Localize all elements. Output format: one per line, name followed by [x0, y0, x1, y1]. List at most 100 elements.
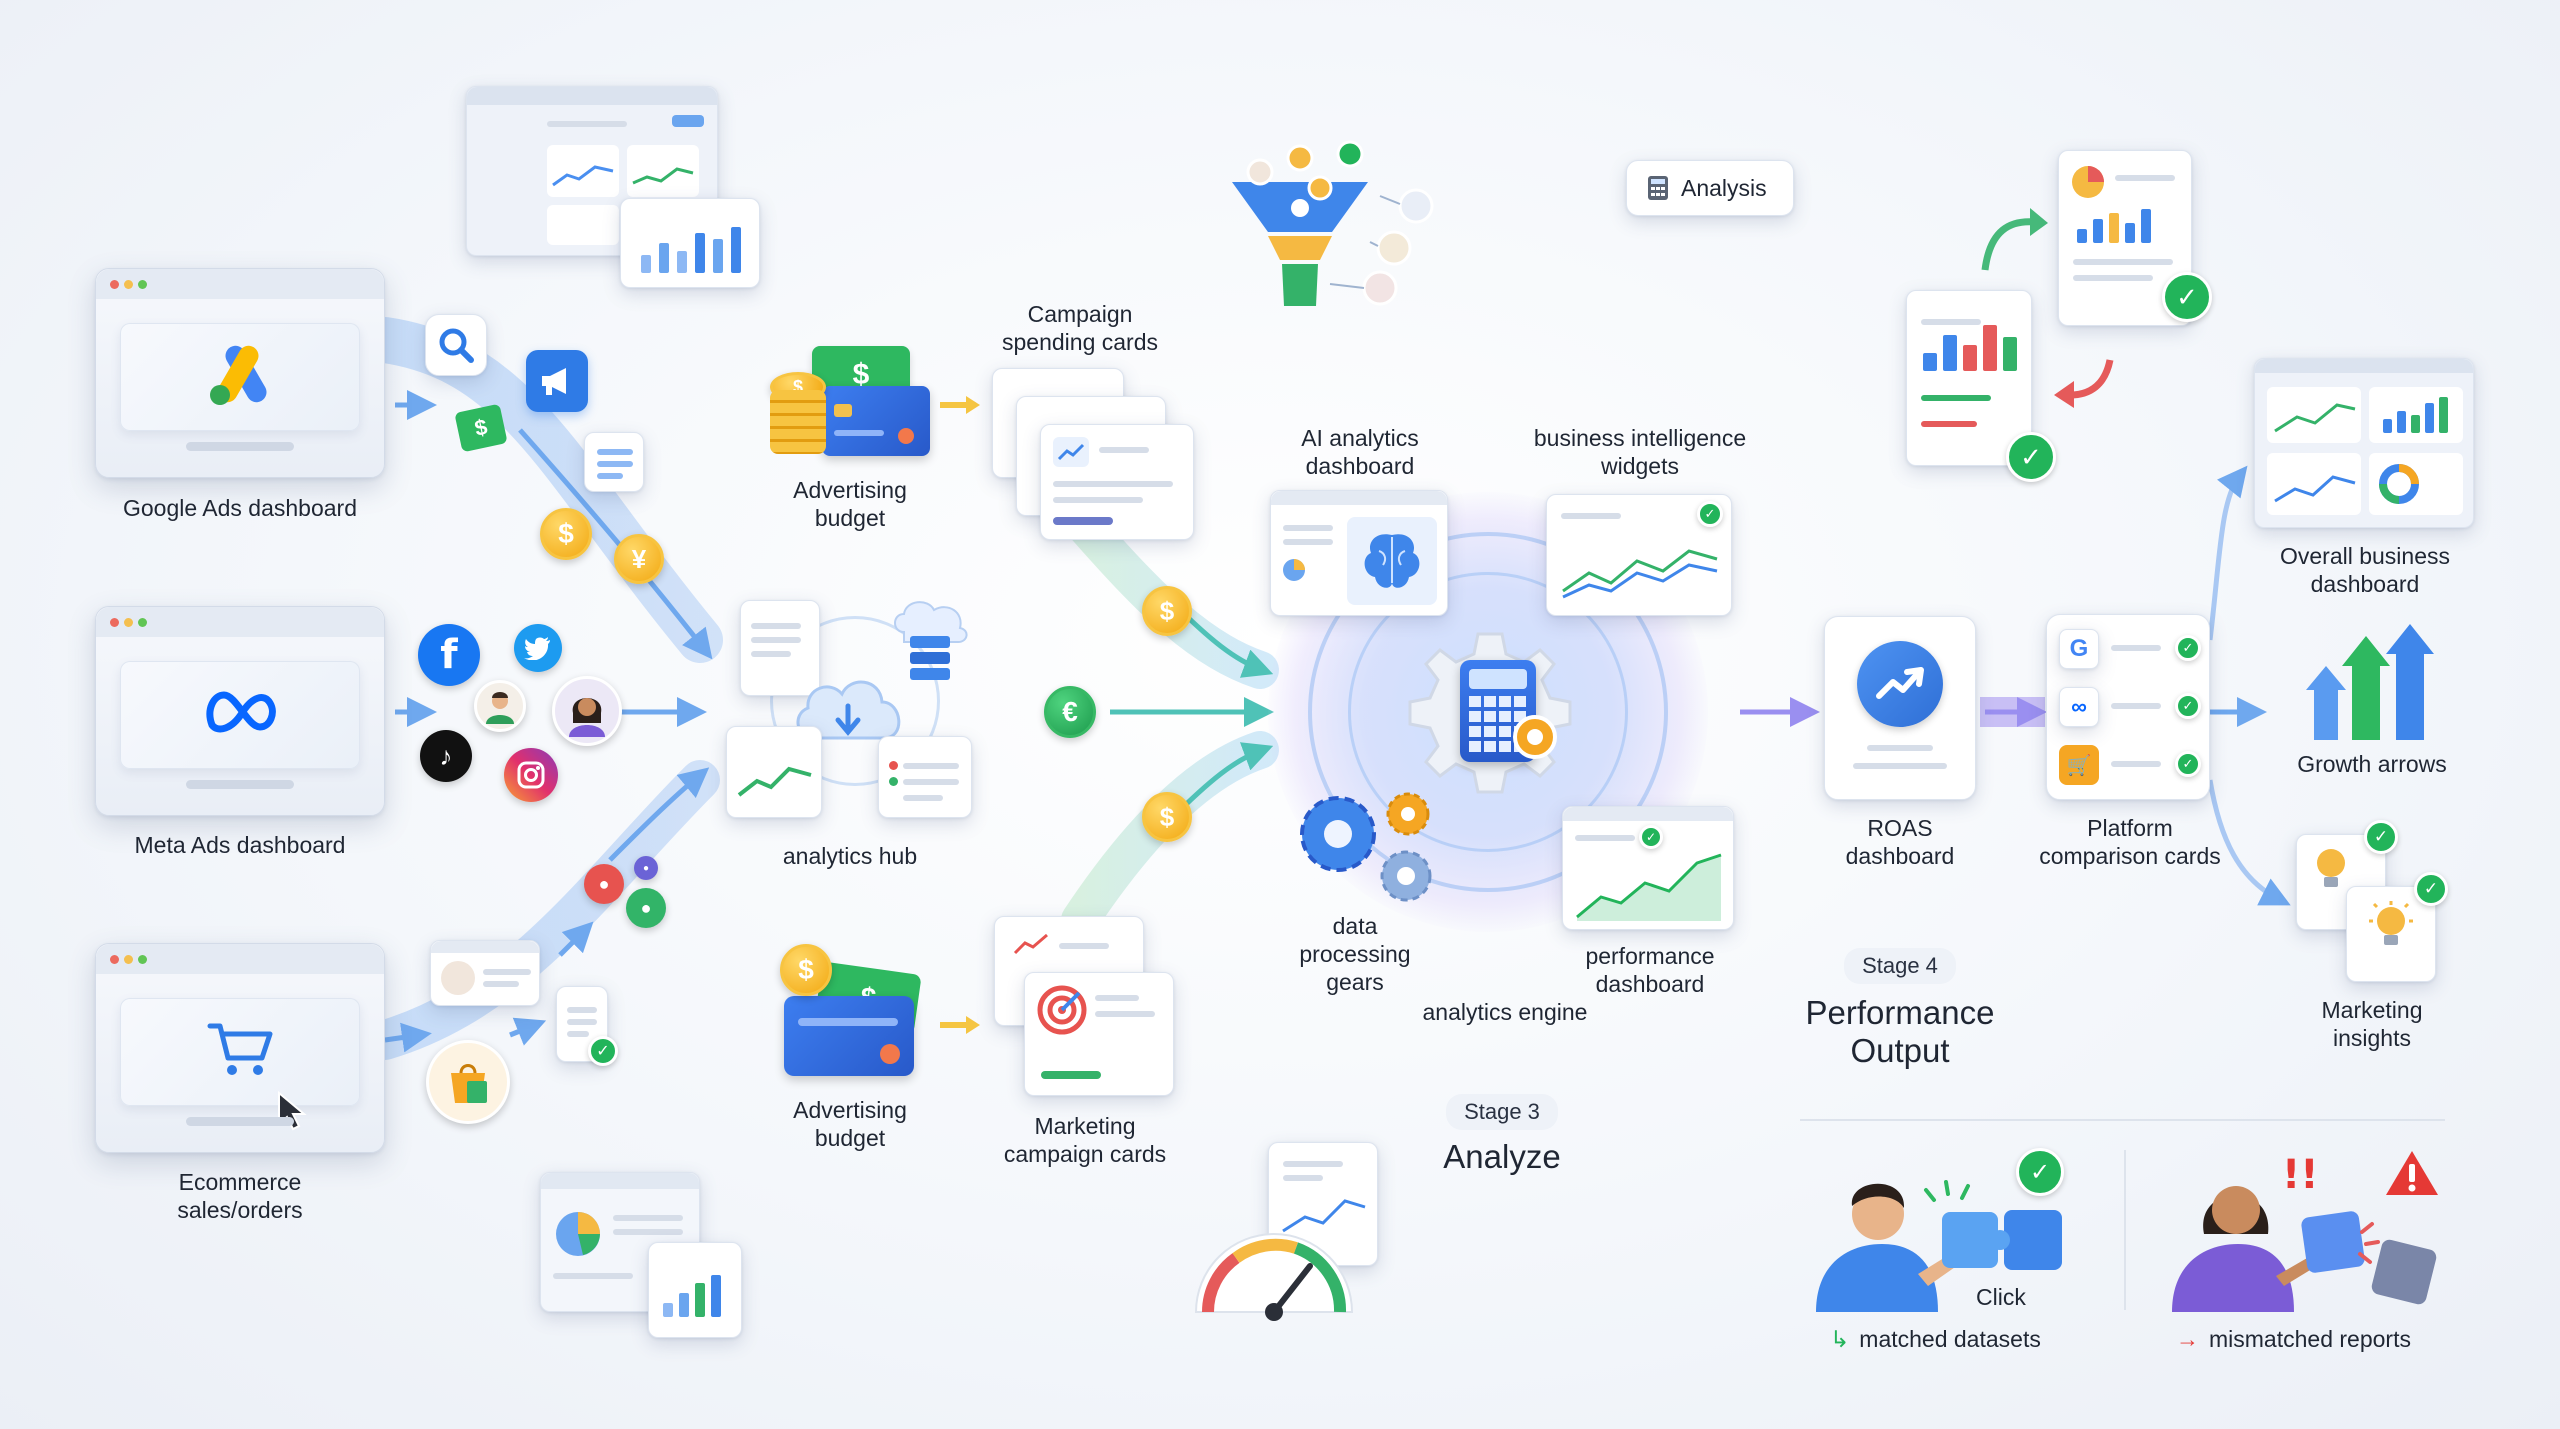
- dashboard-mockup-top: [466, 86, 718, 256]
- dash-panel: [2267, 387, 2361, 443]
- hub-chart-card: [726, 726, 822, 818]
- profile-card-icon: [430, 940, 540, 1006]
- doc-line: [597, 449, 633, 455]
- ecommerce-window[interactable]: [95, 943, 385, 1153]
- advertising-budget-top-illustration[interactable]: $ $: [770, 346, 930, 466]
- data-processing-gears-label: data processing gears: [1299, 913, 1411, 995]
- mock-blue-button: [672, 115, 704, 127]
- analysis-chip-label: Analysis: [1681, 174, 1767, 201]
- mock-line-chart: [632, 167, 694, 185]
- growth-arrows-label: Growth arrows: [2297, 751, 2447, 777]
- window-footer-bar: [186, 442, 294, 451]
- performance-area-chart: [1576, 853, 1722, 921]
- calculator-icon: [1648, 176, 1668, 200]
- svg-text:!!: !!: [2282, 1152, 2318, 1198]
- credit-card-icon: [822, 386, 930, 456]
- overall-business-dashboard-card[interactable]: [2254, 358, 2474, 528]
- check-icon: ✓: [2414, 872, 2448, 906]
- user-avatar-man-icon: [474, 680, 526, 732]
- list-dot: [889, 777, 898, 786]
- list-line: [903, 795, 943, 801]
- stage-3-title: Analyze: [1443, 1138, 1561, 1175]
- card-line: [1853, 763, 1947, 769]
- mini-bar: [2077, 229, 2087, 243]
- marketing-campaign-cards-label: Marketing campaign cards: [1003, 1113, 1167, 1167]
- user-avatar-red-icon: ●: [584, 864, 624, 904]
- hub-doc-card: [740, 600, 820, 696]
- google-ads-window[interactable]: [95, 268, 385, 478]
- tiktok-icon: ♪: [420, 730, 472, 782]
- card-line: [1283, 1161, 1343, 1167]
- mini-bar: [2383, 419, 2392, 433]
- trend-up-circle-icon: [1857, 641, 1943, 727]
- dash-panel: [2369, 387, 2463, 443]
- row-line: [2111, 703, 2161, 709]
- roas-dashboard-card[interactable]: [1824, 616, 1976, 800]
- doc-line: [751, 651, 791, 657]
- card-line: [1283, 525, 1333, 531]
- campaign-spending-cards-label: Campaign spending cards: [1002, 301, 1158, 355]
- data-processing-gears-icon: [1300, 792, 1432, 902]
- advertising-budget-bottom-illustration[interactable]: $ $: [780, 944, 930, 1084]
- platform-comparison-card[interactable]: G ✓ ∞ ✓ 🛒 ✓: [2046, 614, 2210, 800]
- window-dot-red: [110, 955, 119, 964]
- list-dot: [889, 761, 898, 770]
- marketing-card-front[interactable]: [1024, 972, 1174, 1096]
- bar-report-card: [1906, 290, 2032, 466]
- gauge-report-card: [1268, 1142, 1378, 1266]
- mini-bar: [641, 255, 651, 273]
- check-icon: ✓: [2175, 635, 2201, 661]
- card-line: [2073, 259, 2173, 265]
- card-title-bar: [1271, 491, 1447, 505]
- mini-bar: [2109, 213, 2119, 243]
- dollar-coin-icon: $: [780, 944, 832, 996]
- card-stripe: [798, 1018, 898, 1026]
- campaign-card-front[interactable]: [1040, 424, 1194, 540]
- list-line: [903, 763, 959, 769]
- coin-stack-body: [770, 390, 826, 454]
- dash-panel: [2369, 453, 2463, 515]
- ai-analytics-dashboard-card[interactable]: [1270, 490, 1448, 616]
- analytics-hub-illustration[interactable]: [720, 596, 980, 826]
- user-avatar-purple-icon: ●: [634, 856, 658, 880]
- card-logo: [898, 428, 914, 444]
- shopping-cart-icon: [207, 1023, 273, 1075]
- mismatched-reports-row: → mismatched reports: [2176, 1326, 2456, 1353]
- performance-dashboard-card[interactable]: ✓: [1562, 806, 1734, 930]
- row-line: [2111, 645, 2161, 651]
- window-dot-red: [110, 618, 119, 627]
- mini-bar: [1963, 345, 1977, 371]
- overall-business-dashboard-label: Overall business dashboard: [2279, 543, 2451, 597]
- yen-coin-icon: ¥: [614, 534, 664, 584]
- doc-line: [751, 623, 801, 629]
- bi-widget-card[interactable]: ✓: [1546, 494, 1732, 616]
- card-logo: [880, 1044, 900, 1064]
- check-icon: ✓: [1639, 825, 1663, 849]
- card-line: [1283, 539, 1333, 545]
- target-icon: [1037, 985, 1087, 1035]
- card-line: [2115, 175, 2175, 181]
- meta-ads-window[interactable]: [95, 606, 385, 816]
- brain-panel: [1347, 517, 1437, 605]
- mock-line: [547, 121, 627, 127]
- ecommerce-label: Ecommerce sales/orders: [177, 1169, 303, 1223]
- shop-row-logo: 🛒: [2059, 745, 2099, 785]
- card-title-bar: [2255, 359, 2473, 373]
- google-ads-label: Google Ads dashboard: [122, 495, 357, 521]
- stage-3-badge: Stage 3: [1446, 1094, 1558, 1130]
- analytics-hub-label: analytics hub: [782, 843, 918, 869]
- trend-chart: [737, 766, 812, 797]
- analytics-engine-ring: [1308, 532, 1668, 892]
- mini-bar: [711, 1275, 721, 1317]
- pie-chart-icon: [556, 1212, 600, 1256]
- bi-line-chart: [1562, 549, 1718, 599]
- credit-card-icon: [784, 996, 914, 1076]
- window-dot-green: [138, 280, 147, 289]
- hub-list-card: [878, 736, 972, 818]
- performance-gauge-icon: [1194, 1233, 1354, 1321]
- mini-bar: [1983, 325, 1997, 371]
- analysis-chip[interactable]: Analysis: [1626, 160, 1794, 216]
- mini-bar: [2003, 337, 2017, 371]
- mini-bar: [1943, 335, 1957, 371]
- stage-4-badge: Stage 4: [1844, 948, 1956, 984]
